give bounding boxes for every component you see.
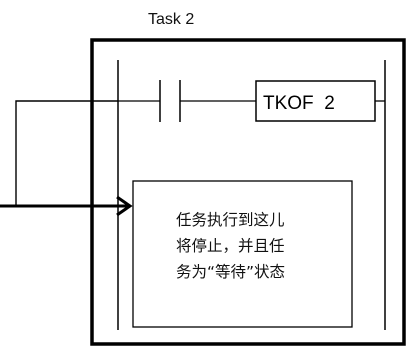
callout-line — [15, 100, 118, 207]
normally-open-contact — [159, 80, 181, 122]
task-title: Task 2 — [148, 11, 194, 28]
arrow-head-icon — [116, 195, 133, 217]
note-line: 将停止，并且任 — [176, 237, 285, 255]
tkof-instruction-label: TKOF 2 — [263, 93, 335, 114]
note-line: 任务执行到这儿 — [176, 211, 285, 229]
task-frame — [90, 38, 406, 346]
tkof-instruction-box — [255, 80, 376, 122]
note-line: 务为“等待”状态 — [176, 263, 285, 281]
note-box — [132, 180, 353, 328]
